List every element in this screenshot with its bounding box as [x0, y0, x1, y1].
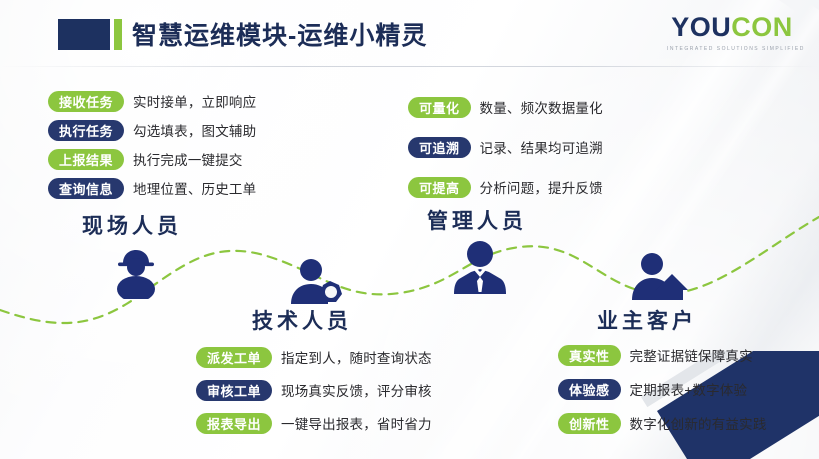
technician-gear-icon	[291, 259, 342, 304]
worker-helmet-icon	[117, 250, 155, 299]
feature-row: 派发工单 指定到人，随时查询状态	[196, 346, 432, 368]
feature-description: 实时接单，立即响应	[133, 95, 257, 110]
slide-header: 智慧运维模块-运维小精灵 YOUCON Integrated Solutions…	[0, 0, 819, 68]
feature-row: 真实性 完整证据链保障真实	[558, 344, 767, 366]
feature-tag: 可追溯	[408, 136, 471, 158]
youcon-logo: YOUCON Integrated Solutions Simplified	[667, 14, 805, 58]
feature-description: 一键导出报表，省时省力	[281, 417, 432, 432]
feature-tag: 报表导出	[196, 412, 273, 434]
feature-row: 可量化 数量、频次数据量化	[408, 96, 603, 118]
header-divider	[0, 66, 819, 67]
feature-group-owner: 真实性 完整证据链保障真实 体验感 定期报表+数字体验 创新性 数字化创新的有益…	[558, 344, 767, 446]
feature-tag: 查询信息	[48, 177, 125, 199]
feature-tag: 上报结果	[48, 148, 125, 170]
logo-text-con: CON	[731, 12, 793, 42]
feature-description: 勾选填表，图文辅助	[133, 124, 257, 139]
feature-description: 记录、结果均可追溯	[479, 141, 603, 156]
page-title: 智慧运维模块-运维小精灵	[132, 22, 428, 50]
feature-row: 上报结果 执行完成一键提交	[48, 148, 256, 170]
feature-tag: 派发工单	[196, 346, 273, 368]
feature-description: 完整证据链保障真实	[629, 349, 753, 364]
header-green-bar	[114, 19, 122, 50]
logo-wordmark: YOUCON	[667, 14, 797, 41]
role-label-manager: 管理人员	[427, 210, 527, 233]
feature-tag: 审核工单	[196, 379, 273, 401]
feature-description: 指定到人，随时查询状态	[281, 351, 432, 366]
feature-row: 可提高 分析问题，提升反馈	[408, 176, 603, 198]
role-label-field: 现场人员	[82, 215, 182, 238]
logo-text-you: YOU	[671, 12, 732, 42]
feature-row: 审核工单 现场真实反馈，评分审核	[196, 379, 432, 401]
feature-description: 分析问题，提升反馈	[479, 181, 603, 196]
feature-description: 执行完成一键提交	[133, 153, 243, 168]
feature-row: 体验感 定期报表+数字体验	[558, 378, 767, 400]
feature-tag: 可提高	[408, 176, 471, 198]
logo-tagline: Integrated Solutions Simplified	[667, 46, 805, 52]
feature-description: 现场真实反馈，评分审核	[281, 384, 432, 399]
feature-group-manager: 可量化 数量、频次数据量化 可追溯 记录、结果均可追溯 可提高 分析问题，提升反…	[408, 96, 603, 216]
feature-tag: 可量化	[408, 96, 471, 118]
role-label-owner: 业主客户	[597, 310, 697, 333]
feature-group-field: 接收任务 实时接单，立即响应 执行任务 勾选填表，图文辅助 上报结果 执行完成一…	[48, 90, 256, 206]
feature-tag: 接收任务	[48, 90, 125, 112]
header-navy-block	[58, 19, 110, 50]
feature-row: 执行任务 勾选填表，图文辅助	[48, 119, 256, 141]
role-label-technician: 技术人员	[252, 310, 352, 333]
feature-row: 可追溯 记录、结果均可追溯	[408, 136, 603, 158]
feature-tag: 执行任务	[48, 119, 125, 141]
feature-tag: 真实性	[558, 344, 621, 366]
feature-row: 接收任务 实时接单，立即响应	[48, 90, 256, 112]
feature-description: 数量、频次数据量化	[479, 101, 603, 116]
feature-row: 报表导出 一键导出报表，省时省力	[196, 412, 432, 434]
owner-house-icon	[632, 253, 688, 300]
feature-description: 定期报表+数字体验	[629, 383, 748, 398]
manager-suit-icon	[454, 241, 506, 294]
feature-description: 数字化创新的有益实践	[629, 417, 767, 432]
feature-tag: 体验感	[558, 378, 621, 400]
feature-group-technician: 派发工单 指定到人，随时查询状态 审核工单 现场真实反馈，评分审核 报表导出 一…	[196, 346, 432, 445]
feature-row: 创新性 数字化创新的有益实践	[558, 412, 767, 434]
feature-row: 查询信息 地理位置、历史工单	[48, 177, 256, 199]
feature-description: 地理位置、历史工单	[133, 182, 257, 197]
feature-tag: 创新性	[558, 412, 621, 434]
